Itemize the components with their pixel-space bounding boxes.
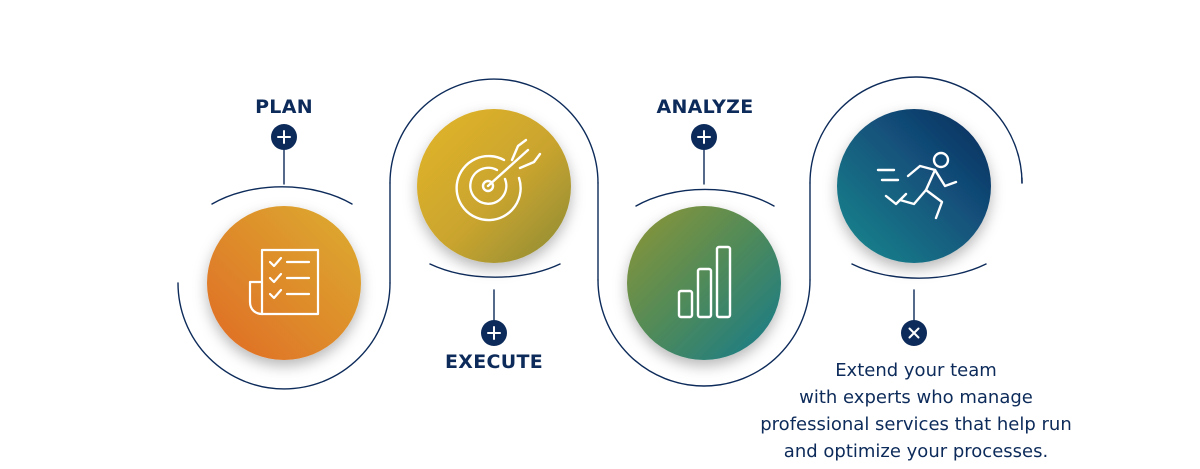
- step-label-execute: EXECUTE: [444, 351, 544, 373]
- plan-plus-icon[interactable]: [271, 124, 297, 150]
- close-icon[interactable]: [901, 320, 927, 346]
- checklist-icon: [248, 248, 320, 316]
- bar-chart-icon: [677, 245, 732, 319]
- step-label-plan: PLAN: [255, 96, 313, 118]
- running-person-icon: [876, 151, 958, 220]
- step-run: [837, 109, 991, 263]
- step-execute: [417, 109, 571, 263]
- execute-plus-icon[interactable]: [481, 320, 507, 346]
- description-line: professional services that help run: [760, 414, 1072, 435]
- step-plan: [207, 206, 361, 360]
- description-text: Extend your team with experts who manage…: [716, 357, 1116, 465]
- step-analyze: [627, 206, 781, 360]
- step-label-analyze: ANALYZE: [656, 96, 754, 118]
- analyze-plus-icon[interactable]: [691, 124, 717, 150]
- target-arrow-icon: [455, 138, 542, 222]
- connector-path: [177, 76, 1023, 390]
- description-line: with experts who manage: [799, 387, 1033, 408]
- description-line: Extend your team: [835, 360, 997, 381]
- description-line: and optimize your processes.: [783, 441, 1049, 462]
